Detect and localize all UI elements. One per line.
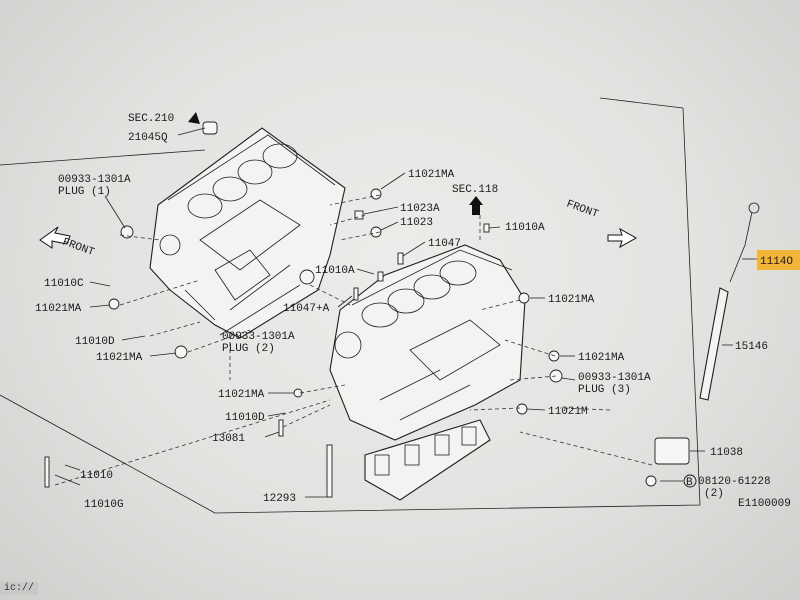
label-sec210[interactable]: SEC.210: [128, 113, 174, 125]
leader-lines: [54, 127, 757, 498]
label-11023a[interactable]: 11023A: [400, 203, 440, 215]
label-1114x-highlighted[interactable]: 1114O: [760, 256, 793, 268]
sec210-arrow-icon: [188, 112, 200, 124]
label-11021ma-r2[interactable]: 11021MA: [578, 352, 625, 364]
front-right-arrow-icon: [607, 227, 638, 249]
label-plug1-part-number[interactable]: 00933-1301A: [58, 174, 131, 186]
label-11021ma-top[interactable]: 11021MA: [408, 169, 455, 181]
label-08120-quantity: (2): [704, 488, 724, 500]
label-plug1[interactable]: PLUG (1): [58, 186, 111, 198]
illustration-frame: [0, 97, 701, 514]
label-plug2-part-number[interactable]: 00933-1301A: [222, 331, 295, 343]
direction-arrows: [39, 112, 638, 249]
label-11047a[interactable]: 11047+A: [283, 303, 330, 315]
bolt-symbol-letter: B: [686, 477, 693, 489]
label-13081[interactable]: 13081: [212, 433, 245, 445]
url-stub: ic://: [0, 582, 39, 595]
sec118-arrow-icon: [469, 196, 483, 215]
label-sec118[interactable]: SEC.118: [452, 184, 498, 196]
oil-level-gauge-tube: [699, 202, 760, 401]
label-11010[interactable]: 11010: [80, 470, 113, 482]
label-11021m[interactable]: 11021M: [548, 406, 588, 418]
label-front-right: FRONT: [565, 198, 600, 221]
bolt-symbol-icon: B: [683, 474, 697, 489]
label-21045q[interactable]: 21045Q: [128, 132, 168, 144]
part-number-highlight[interactable]: [757, 250, 800, 270]
label-11047[interactable]: 11047: [428, 238, 461, 250]
cylinder-block-right: [329, 244, 526, 441]
label-11010d-left[interactable]: 11010D: [75, 336, 115, 348]
label-12293[interactable]: 12293: [263, 493, 296, 505]
label-11010a-right[interactable]: 11010A: [505, 222, 545, 234]
label-11021ma-bottom-left[interactable]: 11021MA: [96, 352, 143, 364]
label-11010d-bottom[interactable]: 11010D: [225, 412, 265, 424]
label-11021ma-left[interactable]: 11021MA: [35, 303, 82, 315]
label-11010g[interactable]: 11010G: [84, 499, 124, 511]
cylinder-block-left: [149, 127, 346, 339]
label-08120-61228[interactable]: 08120-61228: [698, 476, 771, 488]
label-11021ma-r1[interactable]: 11021MA: [548, 294, 595, 306]
label-plug3[interactable]: PLUG (3): [578, 384, 631, 396]
label-plug2[interactable]: PLUG (2): [222, 343, 275, 355]
front-left-arrow-icon: [39, 226, 71, 249]
assembly-lines: [54, 194, 653, 486]
label-11010a-mid[interactable]: 11010A: [315, 265, 355, 277]
label-11010c[interactable]: 11010C: [44, 278, 84, 290]
label-11021ma-bottom[interactable]: 11021MA: [218, 389, 265, 401]
small-parts: [44, 121, 690, 498]
label-11038[interactable]: 11038: [710, 447, 743, 459]
figure-code: E1100009: [738, 498, 791, 510]
label-plug3-part-number[interactable]: 00933-1301A: [578, 372, 651, 384]
label-front-left: FRONT: [61, 236, 96, 259]
bearing-bedplate: [364, 419, 491, 501]
label-11023[interactable]: 11023: [400, 217, 433, 229]
label-15146[interactable]: 15146: [735, 341, 768, 353]
